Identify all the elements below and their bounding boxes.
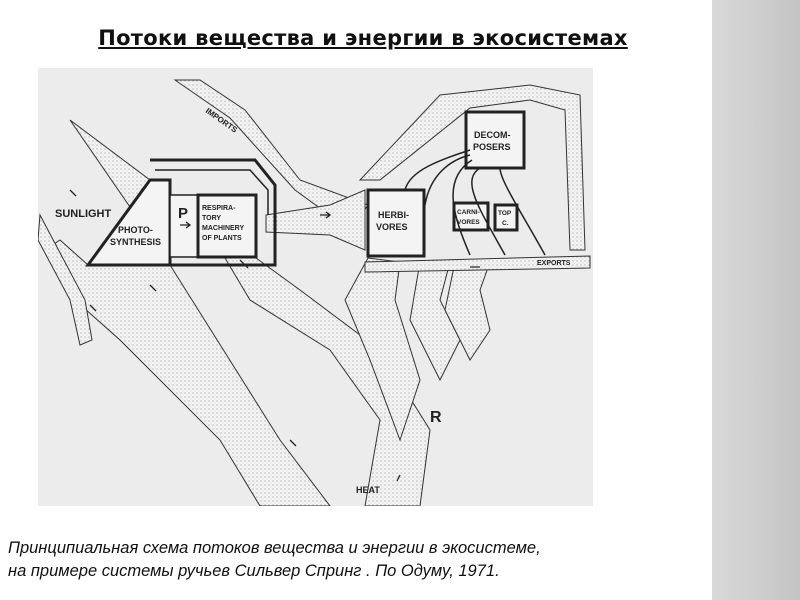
label-top-1: TOP xyxy=(498,210,512,217)
label-top-2: C. xyxy=(502,220,509,227)
label-r: R xyxy=(430,409,442,426)
flow-channels xyxy=(38,79,591,506)
figure-caption: Принципиальная схема потоков вещества и … xyxy=(8,537,541,583)
label-carn-1: CARNI- xyxy=(457,209,480,216)
energy-flow-diagram: SUNLIGHT IMPORTS PHOTO- SYNTHESIS P RESP… xyxy=(38,68,593,506)
label-exports: EXPORTS xyxy=(537,260,571,267)
label-heat: HEAT xyxy=(356,485,380,495)
flow-arrows xyxy=(69,189,480,482)
label-resp-2: TORY xyxy=(202,215,221,222)
label-decomp-2: POSERS xyxy=(473,142,511,152)
caption-line-2: на примере системы ручьев Сильвер Спринг… xyxy=(8,562,500,580)
label-photo-1: PHOTO- xyxy=(118,225,153,235)
slide-title: Потоки вещества и энергии в экосистемах xyxy=(98,26,628,50)
label-decomp-1: DECOM- xyxy=(474,130,511,140)
label-resp-1: RESPIRA- xyxy=(202,205,236,212)
label-resp-4: OF PLANTS xyxy=(202,235,242,242)
label-photo-2: SYNTHESIS xyxy=(110,237,161,247)
label-herb-2: VORES xyxy=(376,222,408,232)
label-resp-3: MACHINERY xyxy=(202,225,244,232)
compartment-boxes xyxy=(85,110,546,267)
caption-line-1: Принципиальная схема потоков вещества и … xyxy=(8,539,541,557)
label-carn-2: VORES xyxy=(457,219,480,226)
label-sunlight: SUNLIGHT xyxy=(55,208,112,220)
label-p: P xyxy=(178,205,188,222)
label-herb-1: HERBI- xyxy=(378,210,409,220)
slide-side-panel xyxy=(712,0,800,600)
